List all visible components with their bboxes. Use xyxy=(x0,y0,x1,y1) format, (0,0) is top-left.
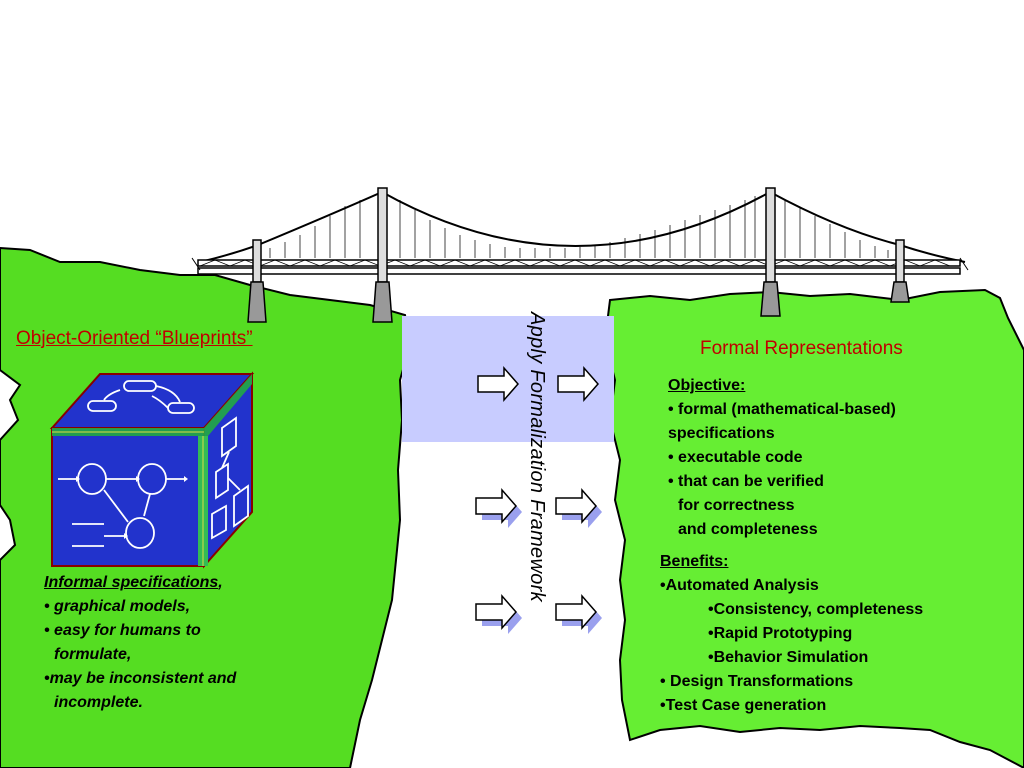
list-item: •Automated Analysis xyxy=(660,577,819,594)
right-title: Formal Representations xyxy=(700,338,903,359)
list-item: •Rapid Prototyping xyxy=(708,625,853,642)
arrow-right-icon xyxy=(475,488,517,524)
heading-suffix: , xyxy=(218,574,223,591)
model-cube-icon xyxy=(49,371,255,569)
left-description: Informal specifications, • graphical mod… xyxy=(44,571,236,715)
left-title: Object-Oriented “Blueprints” xyxy=(16,328,253,349)
list-item: and completeness xyxy=(678,521,818,538)
arrow-right-icon xyxy=(555,594,597,630)
list-item: • graphical models, xyxy=(44,598,191,615)
benefits-heading: Benefits: xyxy=(660,553,729,570)
list-item: •Consistency, completeness xyxy=(708,601,924,618)
list-item: •Test Case generation xyxy=(660,697,827,714)
list-item: •may be inconsistent and xyxy=(44,670,237,687)
list-item: • executable code xyxy=(668,449,803,466)
objective-heading: Objective: xyxy=(668,377,746,394)
informal-spec-heading: Informal specifications xyxy=(44,574,219,591)
bridge-illustration xyxy=(191,187,969,323)
arrow-right-icon xyxy=(477,366,519,402)
right-landmass xyxy=(603,288,1024,768)
list-item: specifications xyxy=(668,425,775,442)
arrows xyxy=(475,366,602,634)
framework-label: Apply Formalization Framework xyxy=(522,312,552,684)
list-item: incomplete. xyxy=(54,694,143,711)
right-description: Objective: • formal (mathematical-based)… xyxy=(660,374,923,718)
list-item: •Behavior Simulation xyxy=(708,649,869,666)
list-item: • formal (mathematical-based) xyxy=(668,401,896,418)
list-item: • Design Transformations xyxy=(660,673,854,690)
list-item: • that can be verified xyxy=(668,473,824,490)
arrow-right-icon xyxy=(557,366,599,402)
arrow-right-icon xyxy=(475,594,517,630)
framework-label-text: Apply Formalization Framework xyxy=(526,312,548,602)
list-item: • easy for humans to xyxy=(44,622,201,639)
arrow-right-icon xyxy=(555,488,597,524)
list-item: formulate, xyxy=(54,646,132,663)
list-item: for correctness xyxy=(678,497,795,514)
